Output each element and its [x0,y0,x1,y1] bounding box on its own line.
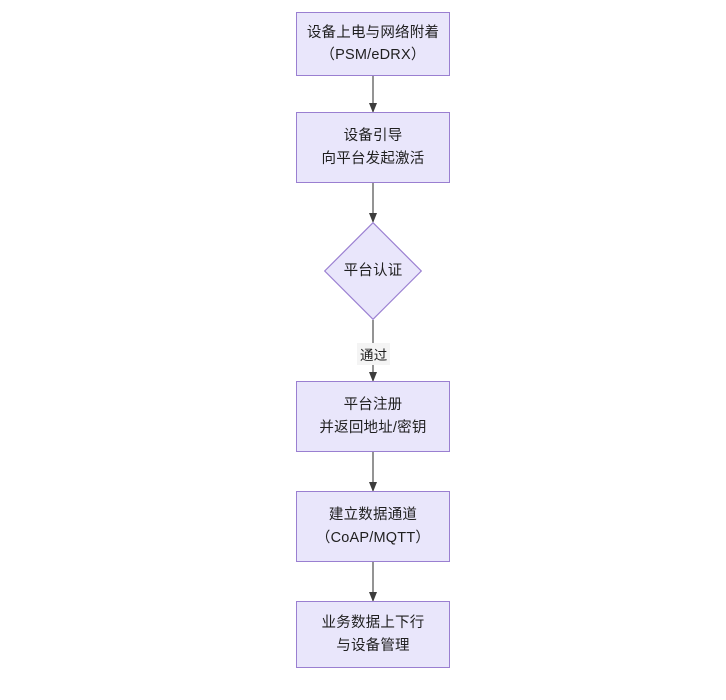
node-device-power-on[interactable]: 设备上电与网络附着 （PSM/eDRX） [296,12,450,76]
node-label: 业务数据上下行 与设备管理 [321,615,425,654]
edge-label-pass: 通过 [357,343,391,365]
node-platform-registration[interactable]: 平台注册 并返回地址/密钥 [296,381,450,452]
node-establish-data-channel[interactable]: 建立数据通道 （CoAP/MQTT） [296,491,450,562]
node-platform-authentication[interactable]: 平台认证 [324,222,422,320]
node-label: 设备上电与网络附着 （PSM/eDRX） [306,24,440,63]
node-device-bootstrap[interactable]: 设备引导 向平台发起激活 [296,112,450,183]
diamond-shape-icon [324,222,422,320]
node-business-data-and-device-management[interactable]: 业务数据上下行 与设备管理 [296,601,450,668]
node-label: 平台注册 并返回地址/密钥 [319,397,427,436]
node-label: 建立数据通道 （CoAP/MQTT） [315,507,431,546]
node-label: 设备引导 向平台发起激活 [321,128,425,167]
node-label: 平台认证 [343,262,403,279]
